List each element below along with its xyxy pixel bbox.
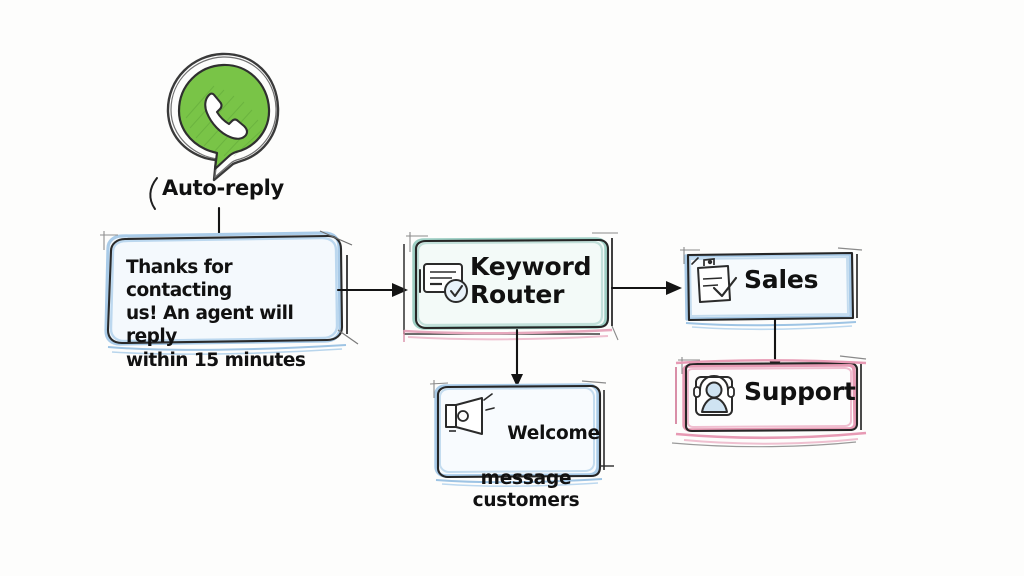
connector-router-to-welcome bbox=[511, 328, 523, 387]
megaphone-icon bbox=[445, 393, 495, 435]
node-auto-reply-message[interactable] bbox=[100, 230, 378, 355]
node-support[interactable] bbox=[671, 355, 867, 448]
node-welcome-message[interactable] bbox=[429, 380, 614, 488]
whatsapp-logo-icon bbox=[166, 52, 280, 182]
node-sales[interactable] bbox=[680, 247, 863, 331]
clipboard-check-icon bbox=[691, 257, 738, 303]
connector-router-to-sales bbox=[610, 281, 682, 295]
headset-person-icon bbox=[693, 374, 735, 416]
card-check-icon bbox=[419, 263, 468, 303]
node-keyword-router[interactable] bbox=[403, 232, 619, 342]
connector-message-to-router bbox=[336, 283, 408, 297]
auto-reply-bracket-icon bbox=[149, 177, 158, 210]
